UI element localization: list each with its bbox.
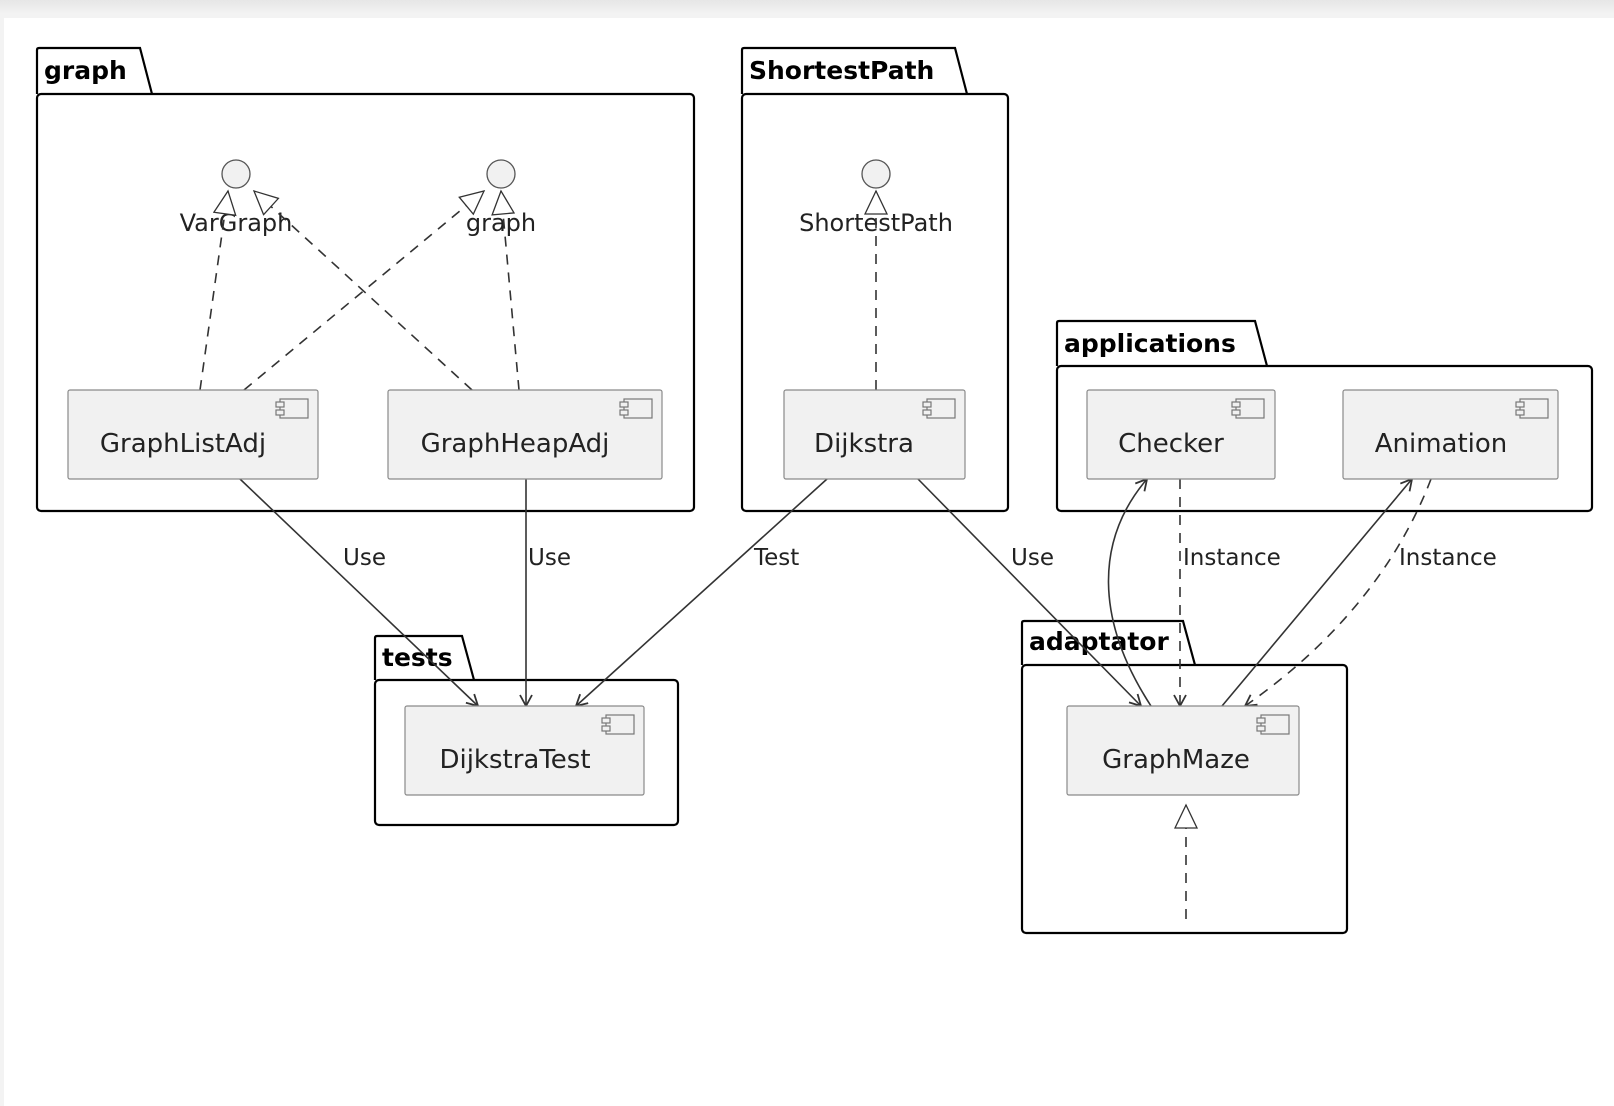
component-icon [1231,398,1265,419]
realization-edges [199,191,1186,919]
component-graphheapadj[interactable]: GraphHeapAdj [387,389,663,480]
interface-lollipop-icon [486,159,516,189]
edge-label-instance: Instance [1183,545,1281,571]
component-icon [1515,398,1549,419]
component-icon [922,398,956,419]
edge-graphheapadj-realizes-graph [501,191,520,391]
package-title-adaptator: adaptator [1029,627,1169,656]
interface-label-graph: graph [466,209,536,237]
component-dijkstra[interactable]: Dijkstra [783,389,966,480]
component-dijkstratest[interactable]: DijkstraTest [404,705,645,796]
edge-graphlistadj-realizes-vargraph [199,191,228,391]
edge-graphmaze-to-checker [1107,477,1152,707]
edge-label-instance: Instance [1399,545,1497,571]
component-graphlistadj[interactable]: GraphListAdj [67,389,319,480]
edge-graphlistadj-realizes-graph [243,191,484,391]
component-label-graphmaze: GraphMaze [1102,745,1250,775]
interface-label-vargraph: VarGraph [180,209,293,237]
edge-dijkstra-tests-dijkstratest [574,478,828,708]
package-title-shortestpath: ShortestPath [749,56,934,85]
edge-dijkstra-uses-graphmaze [917,478,1143,708]
component-animation[interactable]: Animation [1342,389,1559,480]
component-label-checker: Checker [1118,429,1224,459]
component-checker[interactable]: Checker [1086,389,1276,480]
component-label-graphheapadj: GraphHeapAdj [421,429,610,459]
edge-label-test: Test [753,545,799,571]
interface-lollipop-icon [221,159,251,189]
component-icon [1256,714,1290,735]
edge-label-use: Use [1011,545,1054,571]
component-label-dijkstratest: DijkstraTest [439,745,590,775]
component-label-animation: Animation [1375,429,1508,459]
edge-animation-instance-graphmaze [1243,478,1432,708]
edge-label-use: Use [343,545,386,571]
component-icon [619,398,653,419]
use-edges [239,477,1414,708]
window-top-bar [0,0,1614,14]
edge-graphheapadj-realizes-vargraph [254,191,473,391]
component-graphmaze[interactable]: GraphMaze [1066,705,1300,796]
instance-edges [1173,478,1432,708]
package-title-applications: applications [1064,329,1236,358]
component-label-dijkstra: Dijkstra [814,429,914,459]
edge-label-use: Use [528,545,571,571]
package-title-graph: graph [44,56,127,85]
component-icon [601,714,635,735]
edge-graphmaze-to-animation [1221,477,1414,707]
component-icon [275,398,309,419]
component-label-graphlistadj: GraphListAdj [100,429,266,459]
interface-lollipop-icon [861,159,891,189]
edge-graphlistadj-uses-dijkstratest [239,478,480,708]
